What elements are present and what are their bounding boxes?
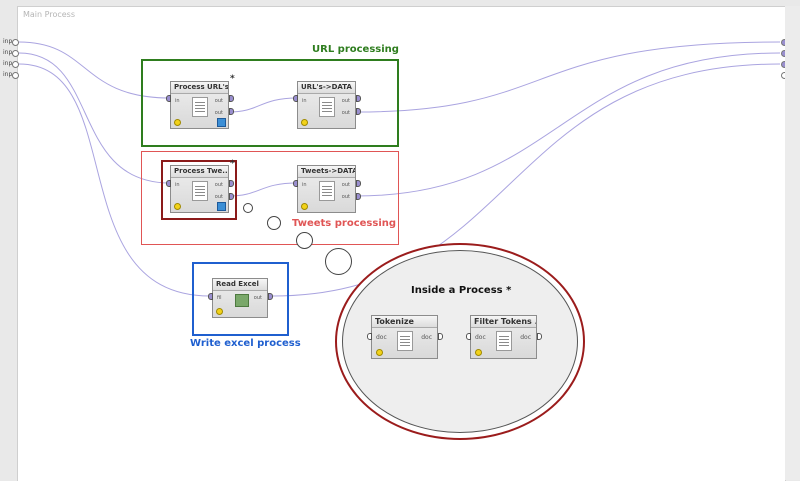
urls-to-data-operator[interactable]: URL's->DATA in out out	[297, 81, 356, 129]
output-port[interactable]	[356, 108, 361, 115]
output-port[interactable]	[229, 193, 234, 200]
output-port[interactable]	[229, 180, 234, 187]
port-label: out	[341, 194, 350, 200]
port-label: doc	[520, 334, 531, 341]
input-port[interactable]	[12, 39, 19, 46]
read-excel-operator[interactable]: Read Excel fil out	[212, 278, 268, 318]
document-icon	[496, 331, 512, 351]
callout-title: Inside a Process *	[411, 285, 512, 296]
port-label: doc	[475, 334, 486, 341]
status-icon	[301, 119, 308, 126]
vertical-scrollbar[interactable]	[785, 6, 800, 480]
wire	[228, 97, 298, 113]
port-label: out	[253, 295, 262, 301]
status-icon	[301, 203, 308, 210]
input-port-label: inp	[3, 38, 13, 45]
input-port[interactable]	[12, 72, 19, 79]
operator-title: Read Excel	[213, 279, 267, 291]
port-label: fil	[217, 295, 222, 301]
input-port-label: inp	[3, 71, 13, 78]
document-icon	[397, 331, 413, 351]
input-port-label: inp	[3, 49, 13, 56]
input-port[interactable]	[166, 95, 171, 102]
port-label: doc	[376, 334, 387, 341]
port-label: out	[214, 98, 223, 104]
wire	[355, 52, 781, 197]
port-label: out	[341, 182, 350, 188]
selection-outline	[161, 160, 237, 220]
output-port[interactable]	[438, 333, 443, 340]
port-label: doc	[421, 334, 432, 341]
output-port[interactable]	[356, 193, 361, 200]
excel-icon	[235, 294, 249, 307]
process-urls-operator[interactable]: Process URL's in out out	[170, 81, 229, 129]
status-icon	[475, 349, 482, 356]
document-icon	[192, 97, 208, 117]
status-icon	[216, 308, 223, 315]
subprocess-icon[interactable]	[217, 118, 226, 127]
url-processing-group[interactable]	[141, 59, 399, 147]
port-label: in	[302, 98, 307, 104]
output-port[interactable]	[229, 95, 234, 102]
input-port[interactable]	[367, 333, 372, 340]
thought-bubble	[325, 248, 352, 275]
operator-title: Process Twe...	[171, 166, 228, 178]
modified-marker: *	[230, 74, 235, 84]
tokenize-operator[interactable]: Tokenize doc doc	[371, 315, 438, 359]
url-processing-label: URL processing	[312, 44, 399, 55]
document-icon	[319, 181, 335, 201]
operator-title: Filter Tokens ...	[471, 316, 536, 328]
status-icon	[174, 203, 181, 210]
status-icon	[174, 119, 181, 126]
output-port[interactable]	[356, 95, 361, 102]
process-callout[interactable]	[335, 243, 585, 440]
process-title: Main Process	[23, 10, 75, 19]
document-icon	[192, 181, 208, 201]
process-tweets-operator[interactable]: Process Twe... in out out	[170, 165, 229, 213]
port-label: out	[341, 98, 350, 104]
wire	[18, 52, 171, 184]
tweets-processing-label: Tweets processing	[292, 218, 397, 229]
port-label: out	[214, 110, 223, 116]
input-port[interactable]	[12, 50, 19, 57]
port-label: in	[175, 182, 180, 188]
port-label: in	[302, 182, 307, 188]
input-port[interactable]	[12, 61, 19, 68]
output-port[interactable]	[356, 180, 361, 187]
thought-bubble	[296, 232, 313, 249]
subprocess-icon[interactable]	[217, 202, 226, 211]
output-port[interactable]	[268, 293, 273, 300]
operator-title: URL's->DATA	[298, 82, 355, 94]
input-port[interactable]	[166, 180, 171, 187]
operator-title: Process URL's	[171, 82, 228, 94]
input-port[interactable]	[208, 293, 213, 300]
operator-title: Tweets->DATA	[298, 166, 355, 178]
filter-tokens-operator[interactable]: Filter Tokens ... doc doc	[470, 315, 537, 359]
output-port[interactable]	[229, 108, 234, 115]
input-port[interactable]	[293, 180, 298, 187]
write-excel-label: Write excel process	[190, 338, 301, 349]
input-port-label: inp	[3, 60, 13, 67]
port-label: out	[214, 182, 223, 188]
wire	[355, 41, 781, 113]
modified-marker: *	[230, 159, 235, 169]
thought-bubble	[243, 203, 253, 213]
port-label: out	[341, 110, 350, 116]
wire	[18, 63, 211, 297]
write-excel-group[interactable]	[192, 262, 289, 336]
status-icon	[376, 349, 383, 356]
port-label: out	[214, 194, 223, 200]
thought-bubble	[267, 216, 281, 230]
operator-title: Tokenize	[372, 316, 437, 328]
input-port[interactable]	[293, 95, 298, 102]
tweets-processing-group[interactable]	[141, 151, 399, 245]
tweets-to-data-operator[interactable]: Tweets->DATA in out out	[297, 165, 356, 213]
port-label: in	[175, 98, 180, 104]
document-icon	[319, 97, 335, 117]
output-port[interactable]	[537, 333, 542, 340]
input-port[interactable]	[466, 333, 471, 340]
